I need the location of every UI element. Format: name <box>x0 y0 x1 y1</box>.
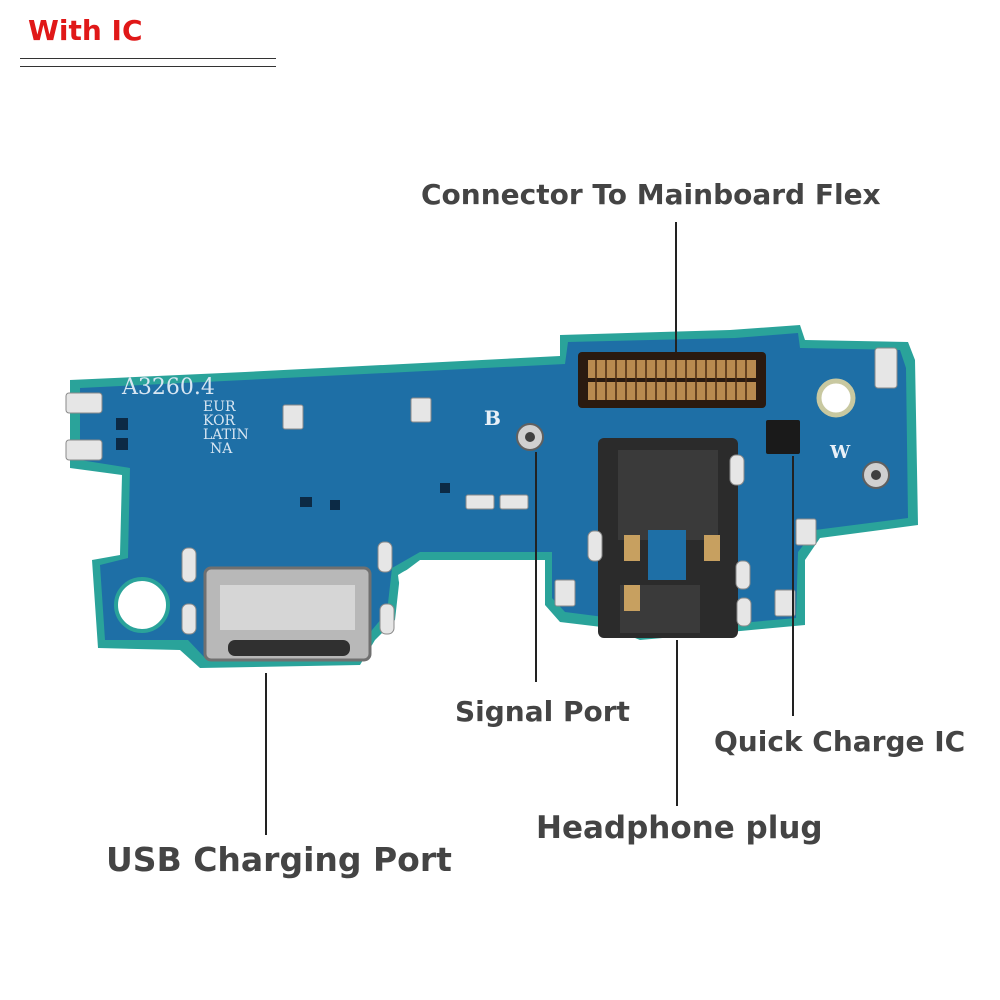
cutout-mid <box>398 565 450 618</box>
callout-connector-leader <box>675 222 677 352</box>
callout-quick-charge-ic-label: Quick Charge IC <box>714 725 966 758</box>
with-ic-badge: With IC <box>28 14 143 47</box>
callout-headphone-plug-leader <box>676 640 678 806</box>
silkscreen-marker-w: W <box>829 442 851 463</box>
mounting-hole-right <box>816 378 856 418</box>
silkscreen-region-1: KOR <box>203 413 236 429</box>
callout-signal-port-label: Signal Port <box>455 695 630 728</box>
silkscreen-region-3: NA <box>210 441 233 457</box>
callout-usb-port-leader <box>265 673 267 835</box>
badge-underline-double <box>20 66 276 67</box>
quick-charge-ic <box>766 420 800 454</box>
callout-connector-label: Connector To Mainboard Flex <box>421 178 881 211</box>
silkscreen-region-0: EUR <box>203 399 236 415</box>
silkscreen-model: A3260.4 <box>121 375 215 400</box>
silkscreen-marker-b: B <box>484 406 501 430</box>
badge-underline <box>20 58 276 59</box>
callout-headphone-plug-label: Headphone plug <box>536 810 823 846</box>
callout-signal-port-leader <box>535 452 537 682</box>
silkscreen-region-2: LATIN <box>203 427 249 443</box>
callout-quick-charge-ic-leader <box>792 456 794 716</box>
callout-usb-port-label: USB Charging Port <box>106 840 452 879</box>
mounting-hole-left <box>114 577 170 633</box>
